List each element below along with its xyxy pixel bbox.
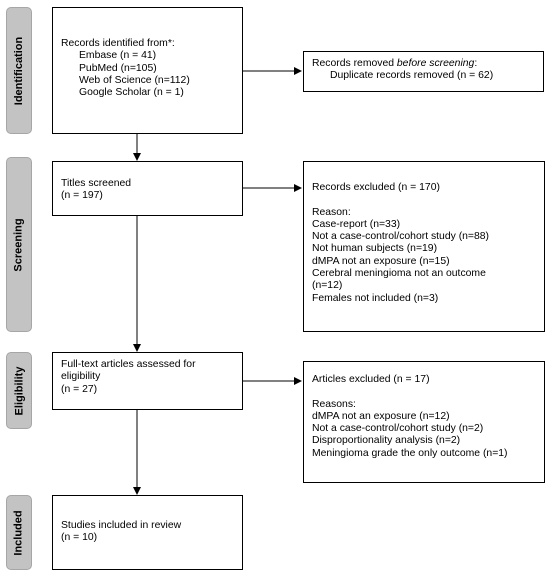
phase-label-identification: Identification [6, 7, 32, 134]
reason-dmpa-not-exposure: dMPA not an exposure (n=15) [312, 255, 450, 267]
fulltext-assessed-label: Full-text articles assessed for [61, 359, 196, 370]
records-identified-box: Records identified from*: Embase (n = 41… [52, 7, 243, 134]
articles-excluded-heading: Articles excluded (n = 17) [312, 374, 430, 385]
reason-grade-only-outcome: Meningioma grade the only outcome (n=1) [312, 447, 508, 459]
duplicates-removed: Duplicate records removed (n = 62) [330, 70, 494, 82]
studies-included-box: Studies included in review (n = 10) [52, 495, 243, 570]
records-excluded-heading: Records excluded (n = 170) [312, 182, 440, 193]
reason-meningioma-not-outcome: Cerebral meningioma not an outcome [312, 268, 486, 280]
fulltext-assessed-label-cont: eligibility [61, 371, 101, 383]
records-removed-heading: Records removed before screening: [312, 58, 478, 69]
titles-screened-box: Titles screened (n = 197) [52, 161, 243, 216]
studies-included-label: Studies included in review [61, 520, 182, 531]
records-excluded-box: Records excluded (n = 170) Reason: Case-… [303, 161, 545, 332]
records-removed-box: Records removed before screening: Duplic… [303, 51, 544, 92]
reason-females-not-included: Females not included (n=3) [312, 292, 439, 304]
titles-screened-count: (n = 197) [61, 190, 103, 202]
studies-included-count: (n = 10) [61, 532, 98, 544]
articles-excluded-reason-label: Reasons: [312, 398, 356, 410]
phase-label-eligibility: Eligibility [6, 352, 32, 429]
source-google-scholar: Google Scholar (n = 1) [79, 87, 184, 99]
records-identified-heading: Records identified from*: [61, 38, 175, 49]
source-embase: Embase (n = 41) [79, 50, 157, 62]
fulltext-assessed-box: Full-text articles assessed for eligibil… [52, 352, 243, 410]
reason-meningioma-count: (n=12) [312, 280, 343, 292]
phase-label-included: Included [6, 495, 32, 570]
reason-disproportionality: Disproportionality analysis (n=2) [312, 435, 461, 447]
reason-not-case-control: Not a case-control/cohort study (n=88) [312, 231, 490, 243]
reason-case-report: Case-report (n=33) [312, 218, 401, 230]
source-pubmed: PubMed (n=105) [79, 62, 157, 74]
articles-excluded-box: Articles excluded (n = 17) Reasons: dMPA… [303, 361, 545, 483]
records-excluded-reason-label: Reason: [312, 206, 351, 218]
reason-not-case-control-articles: Not a case-control/cohort study (n=2) [312, 423, 484, 435]
titles-screened-label: Titles screened [61, 178, 132, 189]
reason-dmpa-not-exposure-articles: dMPA not an exposure (n=12) [312, 410, 450, 422]
reason-not-human: Not human subjects (n=19) [312, 243, 438, 255]
source-web-of-science: Web of Science (n=112) [79, 74, 190, 86]
phase-label-screening: Screening [6, 157, 32, 332]
fulltext-assessed-count: (n = 27) [61, 383, 98, 395]
